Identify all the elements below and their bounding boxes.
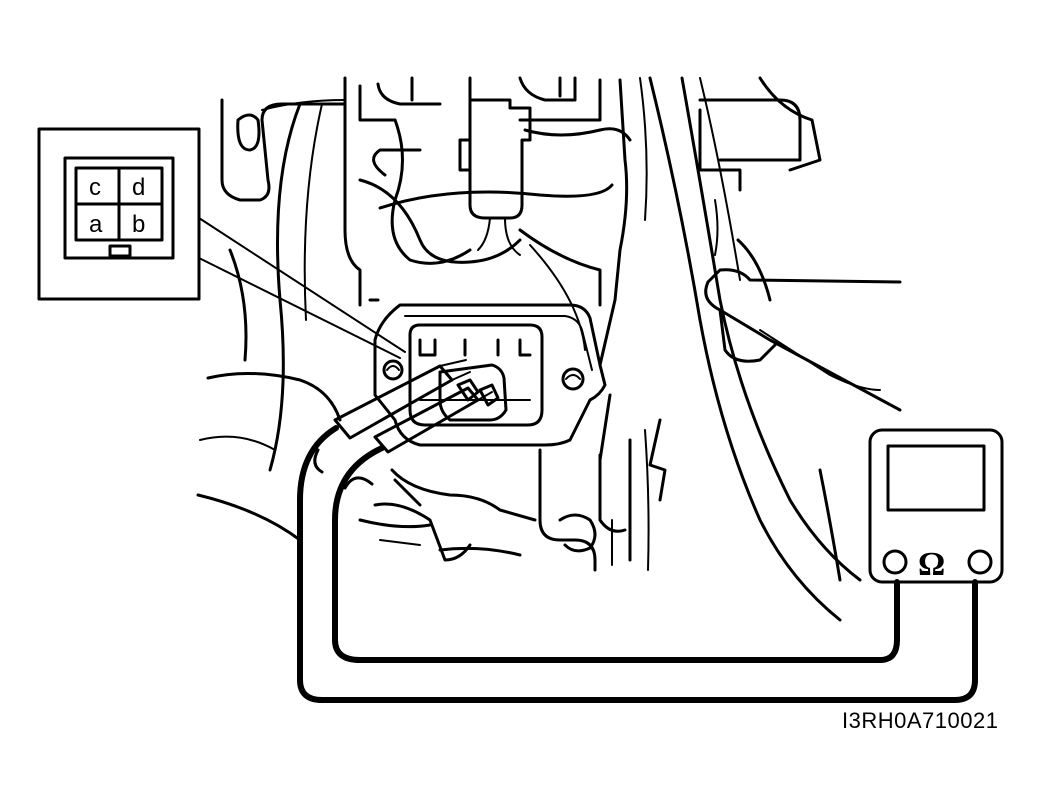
pin-b-label: b xyxy=(132,211,145,238)
pin-c-label: c xyxy=(89,174,101,201)
connector-terminal-view-icon: c d a b xyxy=(37,127,201,301)
ohmmeter-icon: Ω xyxy=(868,428,1004,584)
blower-resistor-icon xyxy=(373,303,607,447)
ohm-symbol: Ω xyxy=(918,546,945,583)
figure-code-label: I3RH0A710021 xyxy=(842,708,999,733)
pin-d-label: d xyxy=(132,174,145,201)
callout-leader xyxy=(198,217,406,359)
test-probe-icon xyxy=(313,359,493,474)
test-leads xyxy=(297,425,978,703)
vehicle-structure xyxy=(196,76,902,622)
pin-a-label: a xyxy=(89,211,103,238)
